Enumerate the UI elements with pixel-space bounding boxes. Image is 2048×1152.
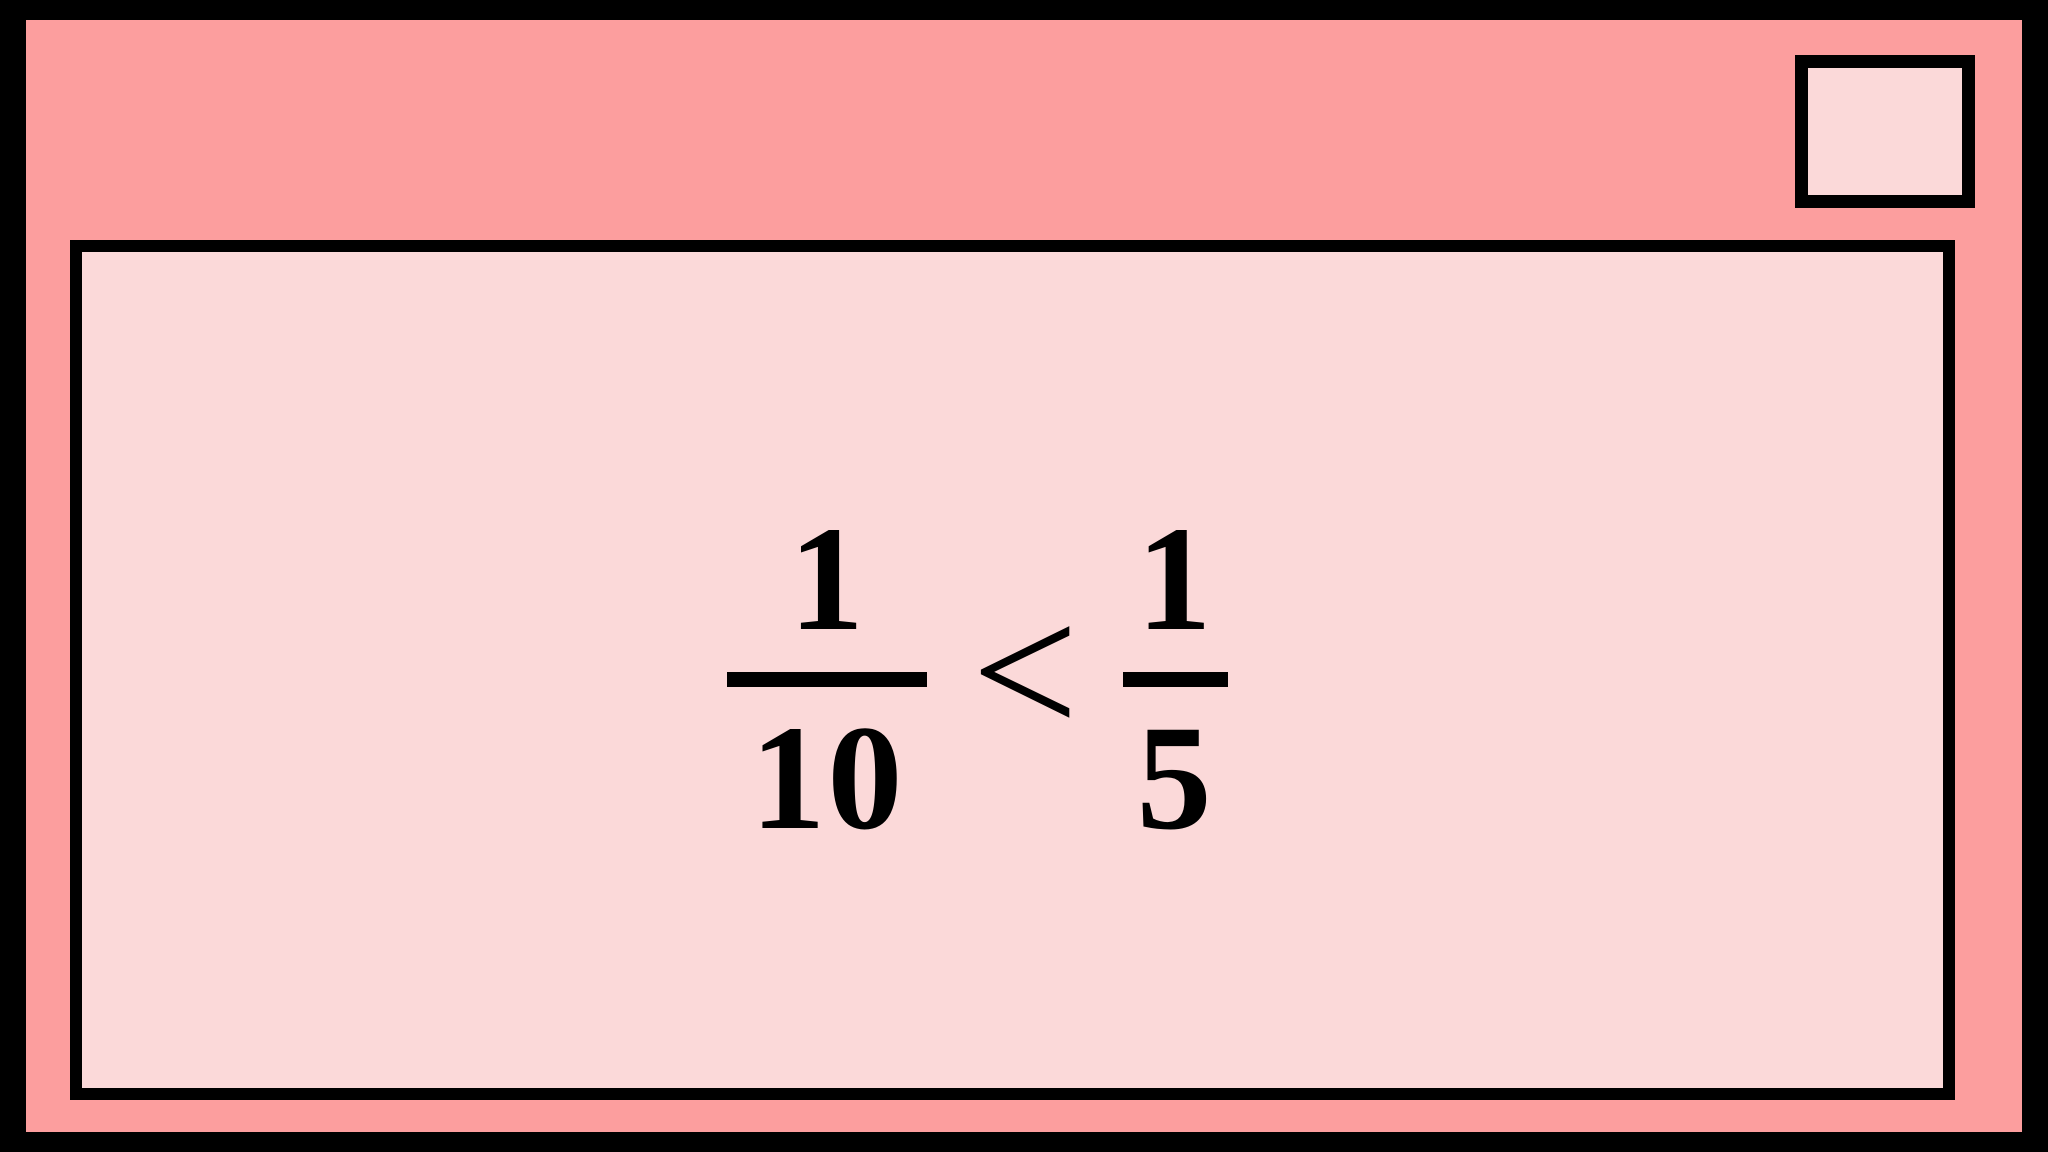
content-panel: 1 10 < 1 5: [70, 240, 1955, 1100]
window-header: [26, 20, 2022, 240]
fraction-left-denominator: 10: [750, 694, 905, 861]
header-square-button[interactable]: [1795, 55, 1975, 208]
comparison-operator: <: [971, 567, 1079, 777]
fraction-right-numerator: 1: [1136, 495, 1214, 662]
fraction-right-bar: [1122, 671, 1228, 687]
fraction-left-numerator: 1: [788, 495, 866, 662]
fraction-right-denominator: 5: [1136, 694, 1214, 861]
window-surface: 1 10 < 1 5: [26, 20, 2022, 1132]
math-expression: 1 10 < 1 5: [727, 495, 1228, 861]
fraction-left-bar: [727, 671, 928, 687]
fraction-left: 1 10: [727, 495, 928, 861]
fraction-right: 1 5: [1122, 495, 1228, 861]
